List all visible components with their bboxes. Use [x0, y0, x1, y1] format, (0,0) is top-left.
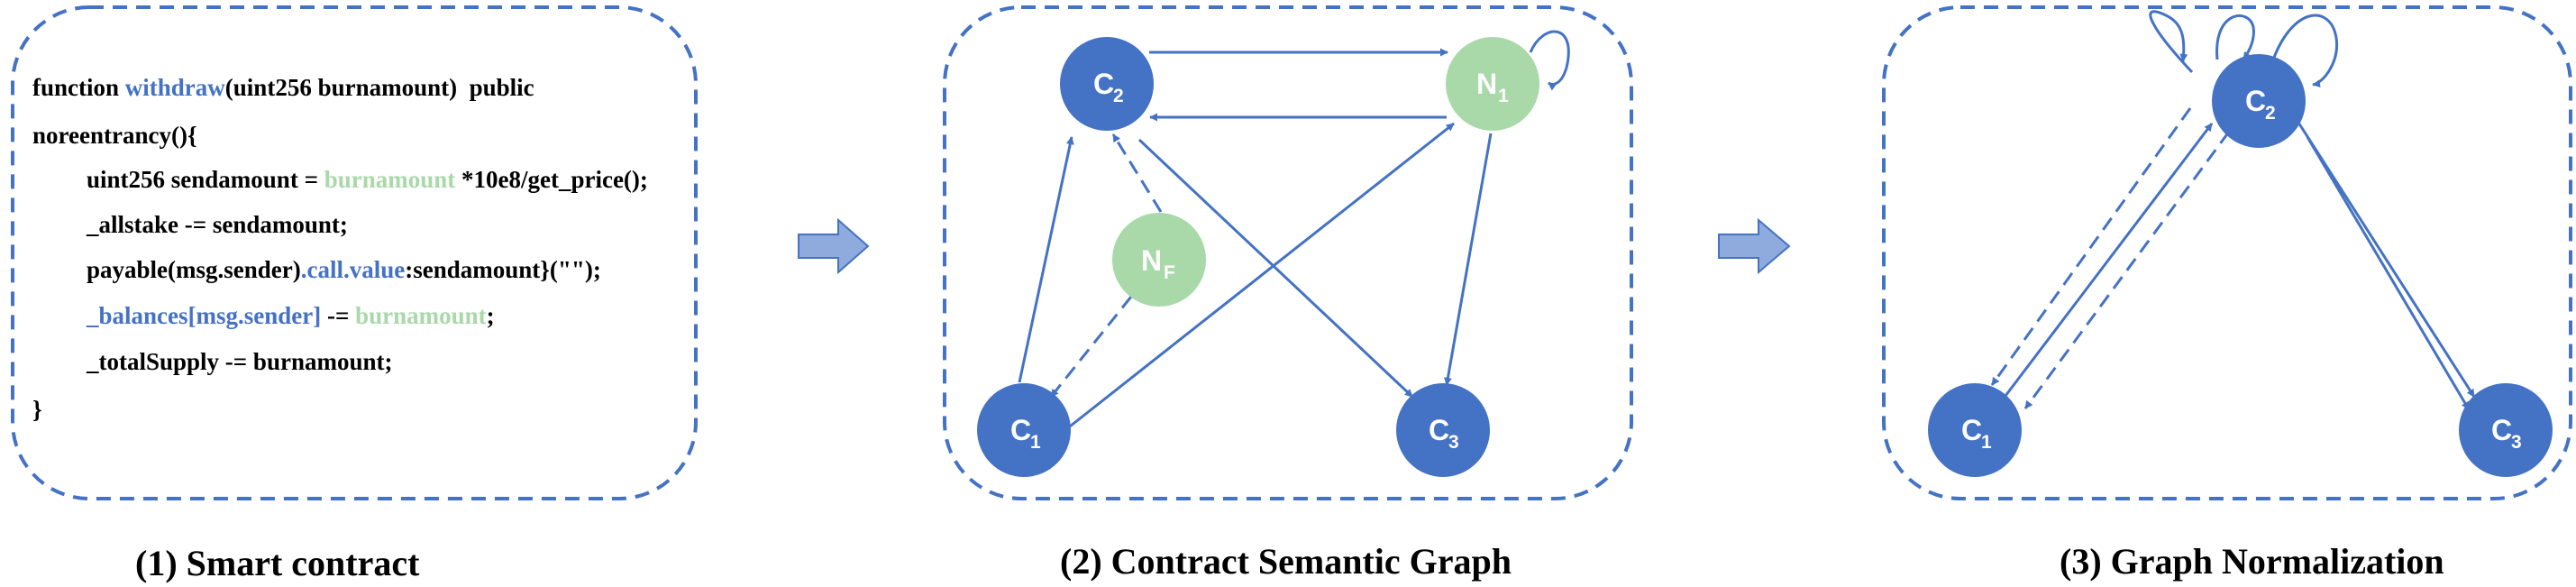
- edge-n1-self-loop: [1529, 30, 1570, 91]
- code-line-6: _balances[msg.sender] -= burnamount;: [86, 302, 495, 329]
- code-line-5: payable(msg.sender).call.value:sendamoun…: [87, 256, 601, 283]
- node-c3: C 3: [1396, 383, 1490, 477]
- panel1-frame: [11, 5, 698, 500]
- node-c3: C 3: [2459, 383, 2553, 477]
- code-line-8: }: [32, 396, 42, 423]
- caption-graph-normalization: (3) Graph Normalization: [2060, 541, 2444, 582]
- node-nf: N F: [1112, 213, 1206, 307]
- svg-text:N: N: [1141, 244, 1162, 277]
- panel-smart-contract: function withdraw(uint256 burnamount) pu…: [11, 5, 698, 583]
- svg-text:1: 1: [1498, 86, 1509, 106]
- node-c1: C 1: [977, 383, 1071, 477]
- panel-contract-semantic-graph: C 2 N 1 N F C 1 C 3 (2) Contract Semanti…: [943, 5, 1633, 582]
- caption-contract-semantic-graph: (2) Contract Semantic Graph: [1060, 541, 1512, 582]
- panel2-frame: [943, 5, 1633, 500]
- code-line-7: _totalSupply -= burnamount;: [86, 348, 392, 375]
- code-line-4: _allstake -= sendamount;: [86, 211, 348, 238]
- svg-text:C: C: [1961, 414, 1982, 446]
- code-function-name: withdraw: [125, 74, 226, 101]
- svg-text:N: N: [1476, 68, 1497, 100]
- block-arrow-right-2: [1718, 217, 1791, 275]
- edge-c2-c1-dashed-2: [2023, 131, 2231, 409]
- svg-text:2: 2: [2265, 103, 2276, 124]
- panel-graph-normalization: C 2 C 1 C 3 (3) Graph Normalization: [1882, 5, 2572, 582]
- svg-text:3: 3: [1448, 432, 1459, 453]
- edge-c2-self-loop-1: [2149, 10, 2194, 74]
- node-n1: N 1: [1446, 37, 1539, 131]
- edge-c1-c2-solid: [2004, 123, 2214, 397]
- edge-c1-n1: [1061, 122, 1455, 435]
- edge-c2-c1-dashed-1: [1990, 107, 2192, 386]
- panel3-frame: [1882, 5, 2572, 500]
- svg-text:C: C: [1093, 68, 1114, 100]
- edge-nf-c1-dashed: [1049, 296, 1133, 398]
- svg-text:C: C: [2491, 414, 2512, 446]
- svg-text:3: 3: [2511, 432, 2522, 453]
- svg-text:F: F: [1164, 262, 1175, 283]
- edge-c2-self-loop-3: [2270, 14, 2339, 88]
- edge-c2-self-loop-2: [2215, 14, 2255, 60]
- caption-smart-contract: (1) Smart contract: [135, 543, 420, 583]
- edge-c1-c2: [1018, 136, 1074, 383]
- svg-text:C: C: [1429, 414, 1449, 446]
- svg-text:2: 2: [1113, 86, 1124, 106]
- block-arrow-right-1: [798, 217, 870, 275]
- edge-n1-c3: [1443, 133, 1493, 386]
- code-line-1: function withdraw(uint256 burnamount) pu…: [32, 74, 534, 101]
- node-c2: C 2: [2212, 54, 2306, 148]
- edge-nf-c2-dashed: [1111, 133, 1163, 213]
- svg-text:C: C: [2245, 85, 2266, 117]
- edge-c2-c3: [1137, 138, 1414, 399]
- node-c2: C 2: [1060, 37, 1154, 131]
- svg-text:C: C: [1010, 414, 1031, 446]
- svg-text:1: 1: [1030, 432, 1041, 453]
- code-line-3: uint256 sendamount = burnamount *10e8/ge…: [87, 166, 648, 193]
- node-c1: C 1: [1928, 383, 2022, 477]
- edge-c2-c3-2: [2306, 136, 2471, 410]
- code-line-2: noreentrancy(){: [32, 122, 197, 149]
- svg-text:1: 1: [1981, 432, 1992, 453]
